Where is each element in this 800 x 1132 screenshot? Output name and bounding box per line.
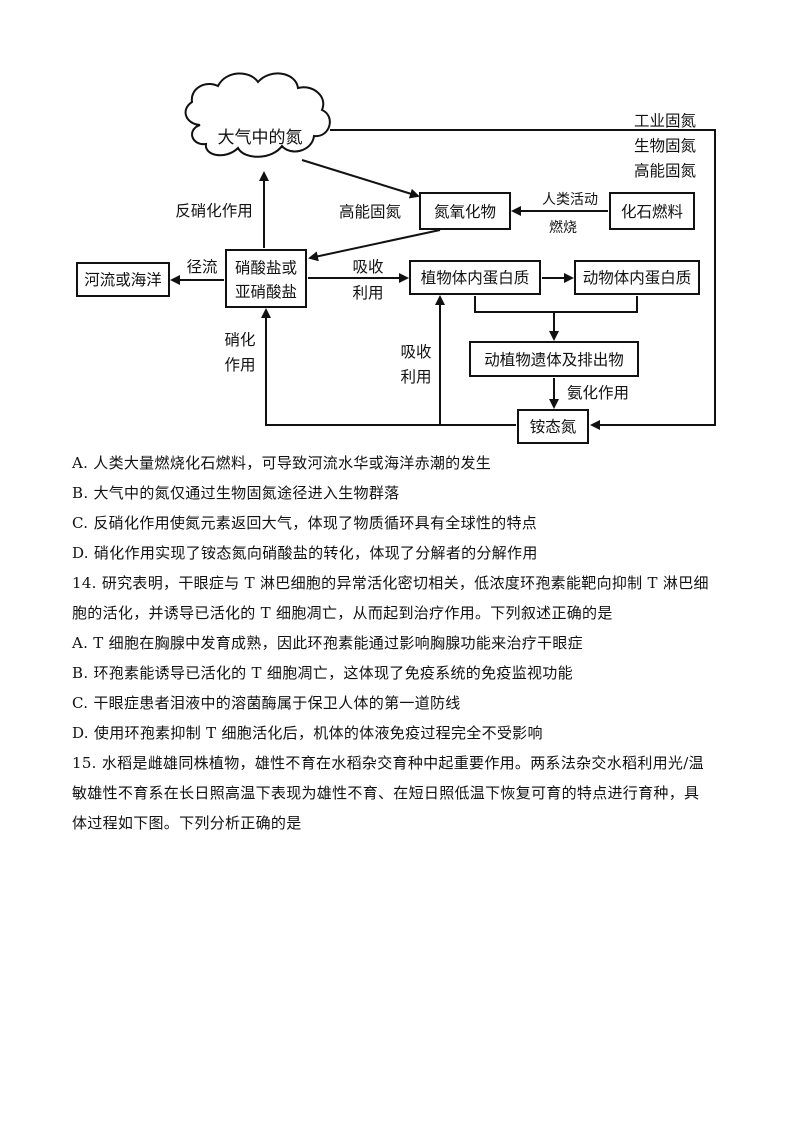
nitrification-label-1: 硝化 xyxy=(224,331,255,349)
nitrification-label-2: 作用 xyxy=(224,356,255,374)
plant-protein-label: 植物体内蛋白质 xyxy=(421,269,530,287)
oxides-to-nitrate-arrow xyxy=(308,229,441,262)
option-a-13: A. 人类大量燃烧化石燃料，可导致河流水华或海洋赤潮的发生 xyxy=(72,454,492,472)
option-c-13: C. 反硝化作用使氮元素返回大气，体现了物质循环具有全球性的特点 xyxy=(72,514,538,532)
remains-label: 动植物遗体及排出物 xyxy=(484,351,624,369)
question-15-stem-3: 体过程如下图。下列分析正确的是 xyxy=(72,814,302,832)
nitrogen-oxides-label: 氮氧化物 xyxy=(434,203,496,221)
ammonium-label: 铵态氮 xyxy=(530,418,577,436)
protein-to-remains-line xyxy=(474,296,638,313)
atmosphere-n-label: 大气中的氮 xyxy=(218,128,303,148)
cloud-shape xyxy=(184,72,331,158)
fixation-arrow xyxy=(330,129,716,430)
use-label-2: 利用 xyxy=(400,368,431,386)
plant-protein-box xyxy=(409,260,541,295)
option-d-14: D. 使用环孢素抑制 T 细胞活化后，机体的体液免疫过程完全不受影响 xyxy=(72,724,543,742)
option-b-13: B. 大气中的氮仅通过生物固氮途径进入生物群落 xyxy=(72,484,400,502)
option-b-14: B. 环孢素能诱导已活化的 T 细胞凋亡，这体现了免疫系统的免疫监视功能 xyxy=(72,664,573,682)
nitrate-box xyxy=(225,249,307,308)
option-c-14: C. 干眼症患者泪液中的溶菌酶属于保卫人体的第一道防线 xyxy=(72,694,461,712)
nitrogen-cycle-diagram: 大气中的氮 氮氧化物 化石燃料 河流或海洋 硝酸盐或 亚硝酸盐 植物体内蛋白质 … xyxy=(76,72,716,444)
question-15-stem-1: 15. 水稻是雌雄同株植物，雄性不育在水稻杂交育种中起重要作用。两系法杂交水稻利… xyxy=(72,754,704,772)
ammonification-label: 氨化作用 xyxy=(567,384,629,402)
use-label-1: 利用 xyxy=(352,284,383,302)
runoff-label: 径流 xyxy=(186,258,217,276)
animal-protein-label: 动物体内蛋白质 xyxy=(583,269,692,287)
question-text: A. 人类大量燃烧化石燃料，可导致河流水华或海洋赤潮的发生 B. 大气中的氮仅通… xyxy=(72,448,722,838)
nitrogen-oxides-box xyxy=(419,192,511,230)
river-ocean-box xyxy=(76,262,170,297)
animal-protein-box xyxy=(574,260,700,295)
denitrification-label: 反硝化作用 xyxy=(175,202,253,220)
fossil-fuel-box xyxy=(609,192,695,230)
option-a-14: A. T 细胞在胸腺中发育成熟，因此环孢素能通过影响胸腺功能来治疗干眼症 xyxy=(72,634,583,652)
industrial-fixation-label: 工业固氮 xyxy=(634,112,697,130)
ammonium-box xyxy=(517,409,589,444)
burning-label: 燃烧 xyxy=(549,219,577,236)
question-15-stem-2: 敏雄性不育系在长日照高温下表现为雄性不育、在短日照低温下恢复可育的特点进行育种，… xyxy=(72,784,700,802)
nitrate-label-1: 硝酸盐或 xyxy=(235,259,297,277)
human-activity-label: 人类活动 xyxy=(542,192,598,208)
high-energy-fixation-label: 高能固氮 xyxy=(339,203,402,221)
question-14-stem-1: 14. 研究表明，干眼症与 T 淋巴细胞的异常活化密切相关，低浓度环孢素能靶向抑… xyxy=(72,574,709,592)
absorb-label-1: 吸收 xyxy=(352,258,383,276)
cloud-to-oxides-arrow xyxy=(301,159,420,199)
absorb-label-2: 吸收 xyxy=(400,343,431,361)
river-ocean-label: 河流或海洋 xyxy=(84,271,162,289)
nitrification-arrow xyxy=(261,308,516,426)
option-d-13: D. 硝化作用实现了铵态氮向硝酸盐的转化，体现了分解者的分解作用 xyxy=(72,544,538,562)
fossil-fuel-label: 化石燃料 xyxy=(621,203,683,221)
high-energy-fixation-right-label: 高能固氮 xyxy=(634,162,697,180)
biological-fixation-label: 生物固氮 xyxy=(634,137,697,155)
remains-box xyxy=(469,341,639,377)
question-14-stem-2: 胞的活化，并诱导已活化的 T 细胞凋亡，从而起到治疗作用。下列叙述正确的是 xyxy=(72,604,613,622)
nitrate-label-2: 亚硝酸盐 xyxy=(235,283,297,301)
